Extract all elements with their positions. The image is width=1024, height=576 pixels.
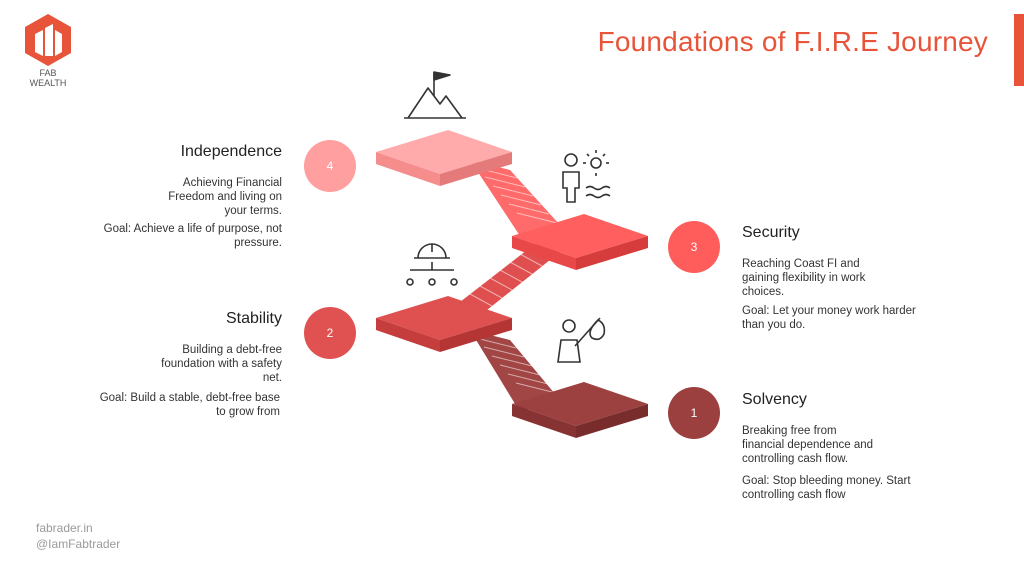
step-4-circle	[304, 140, 356, 192]
stage-1-goal-line: Goal: Stop bleeding money. Start	[742, 475, 911, 487]
platform-4	[376, 130, 512, 186]
step-3-circle	[668, 221, 720, 273]
stage-2-desc-line: foundation with a safety	[161, 358, 282, 370]
stage-3-goal-line: Goal: Let your money work harder	[742, 305, 916, 317]
stage-4-desc-line: Achieving Financial	[182, 177, 282, 189]
stage-2-desc-line: net.	[262, 372, 282, 384]
step-4-number: 4	[327, 159, 334, 173]
stage-1-title: Solvency	[742, 391, 807, 408]
page-title: Foundations of F.I.R.E Journey	[597, 26, 988, 57]
footer-website: fabrader.in	[36, 521, 93, 535]
logo-wordmark: FAB WEALTH	[14, 68, 82, 88]
platform-2	[376, 296, 512, 352]
stage-1-desc-line: financial dependence and	[742, 439, 874, 451]
fab-wealth-logo-icon	[25, 14, 71, 66]
stage-4-goal-line: pressure.	[234, 237, 282, 249]
stage-2-goal-line: Goal: Build a stable, debt-free base	[99, 392, 280, 404]
stage-1-description: Breaking free from financial dependence …	[742, 424, 942, 466]
step-1-number: 1	[691, 406, 698, 420]
stage-1-goal-line: controlling cash flow	[742, 489, 846, 501]
footer-handle: @IamFabtrader	[36, 537, 121, 551]
stage-3-title: Security	[742, 224, 800, 241]
stage-1-desc-line: controlling cash flow.	[742, 453, 849, 465]
stage-2-description: Building a debt-free foundation with a s…	[112, 343, 282, 385]
stairs-1-2	[470, 330, 560, 412]
step-1-circle	[668, 387, 720, 439]
stage-3-description: Reaching Coast FI and gaining flexibilit…	[742, 257, 942, 299]
stage-3-goal: Goal: Let your money work harder than yo…	[742, 304, 962, 332]
stage-4-title: Independence	[180, 143, 282, 160]
step-3-number: 3	[691, 240, 698, 254]
stage-3-desc-line: Reaching Coast FI and	[742, 258, 860, 270]
stage-4-desc-line: Freedom and living on	[168, 191, 282, 203]
stage-4-goal: Goal: Achieve a life of purpose, not pre…	[62, 222, 282, 250]
logo-line-2: WEALTH	[29, 78, 67, 88]
person-sun-waves-icon	[562, 150, 611, 203]
stage-1-goal: Goal: Stop bleeding money. Start control…	[742, 474, 972, 502]
stage-2-title: Stability	[225, 310, 282, 327]
stage-3-desc-line: choices.	[742, 286, 785, 298]
stairs-3-4	[470, 160, 560, 236]
platform-1	[512, 382, 648, 438]
stage-4-desc-line: your terms.	[224, 205, 282, 217]
platform-3	[512, 214, 648, 270]
logo-line-1: FAB	[39, 68, 57, 78]
stage-2-goal: Goal: Build a stable, debt-free base to …	[52, 391, 280, 419]
stage-2-desc-line: Building a debt-free	[182, 344, 282, 356]
stage-4-description: Achieving Financial Freedom and living o…	[112, 176, 282, 218]
stage-3-desc-line: gaining flexibility in work	[742, 272, 866, 284]
step-2-number: 2	[327, 326, 334, 340]
traveler-bindle-icon	[557, 317, 606, 363]
stage-3-goal-line: than you do.	[742, 319, 806, 331]
hardhat-hierarchy-icon	[406, 243, 458, 286]
stage-2-goal-line: to grow from	[216, 406, 280, 418]
step-2-circle	[304, 307, 356, 359]
stage-1-desc-line: Breaking free from	[742, 425, 837, 437]
stairs-2-3	[460, 240, 560, 314]
accent-bar	[1014, 14, 1024, 86]
mountain-flag-icon	[404, 71, 466, 119]
stage-4-goal-line: Goal: Achieve a life of purpose, not	[103, 223, 282, 235]
